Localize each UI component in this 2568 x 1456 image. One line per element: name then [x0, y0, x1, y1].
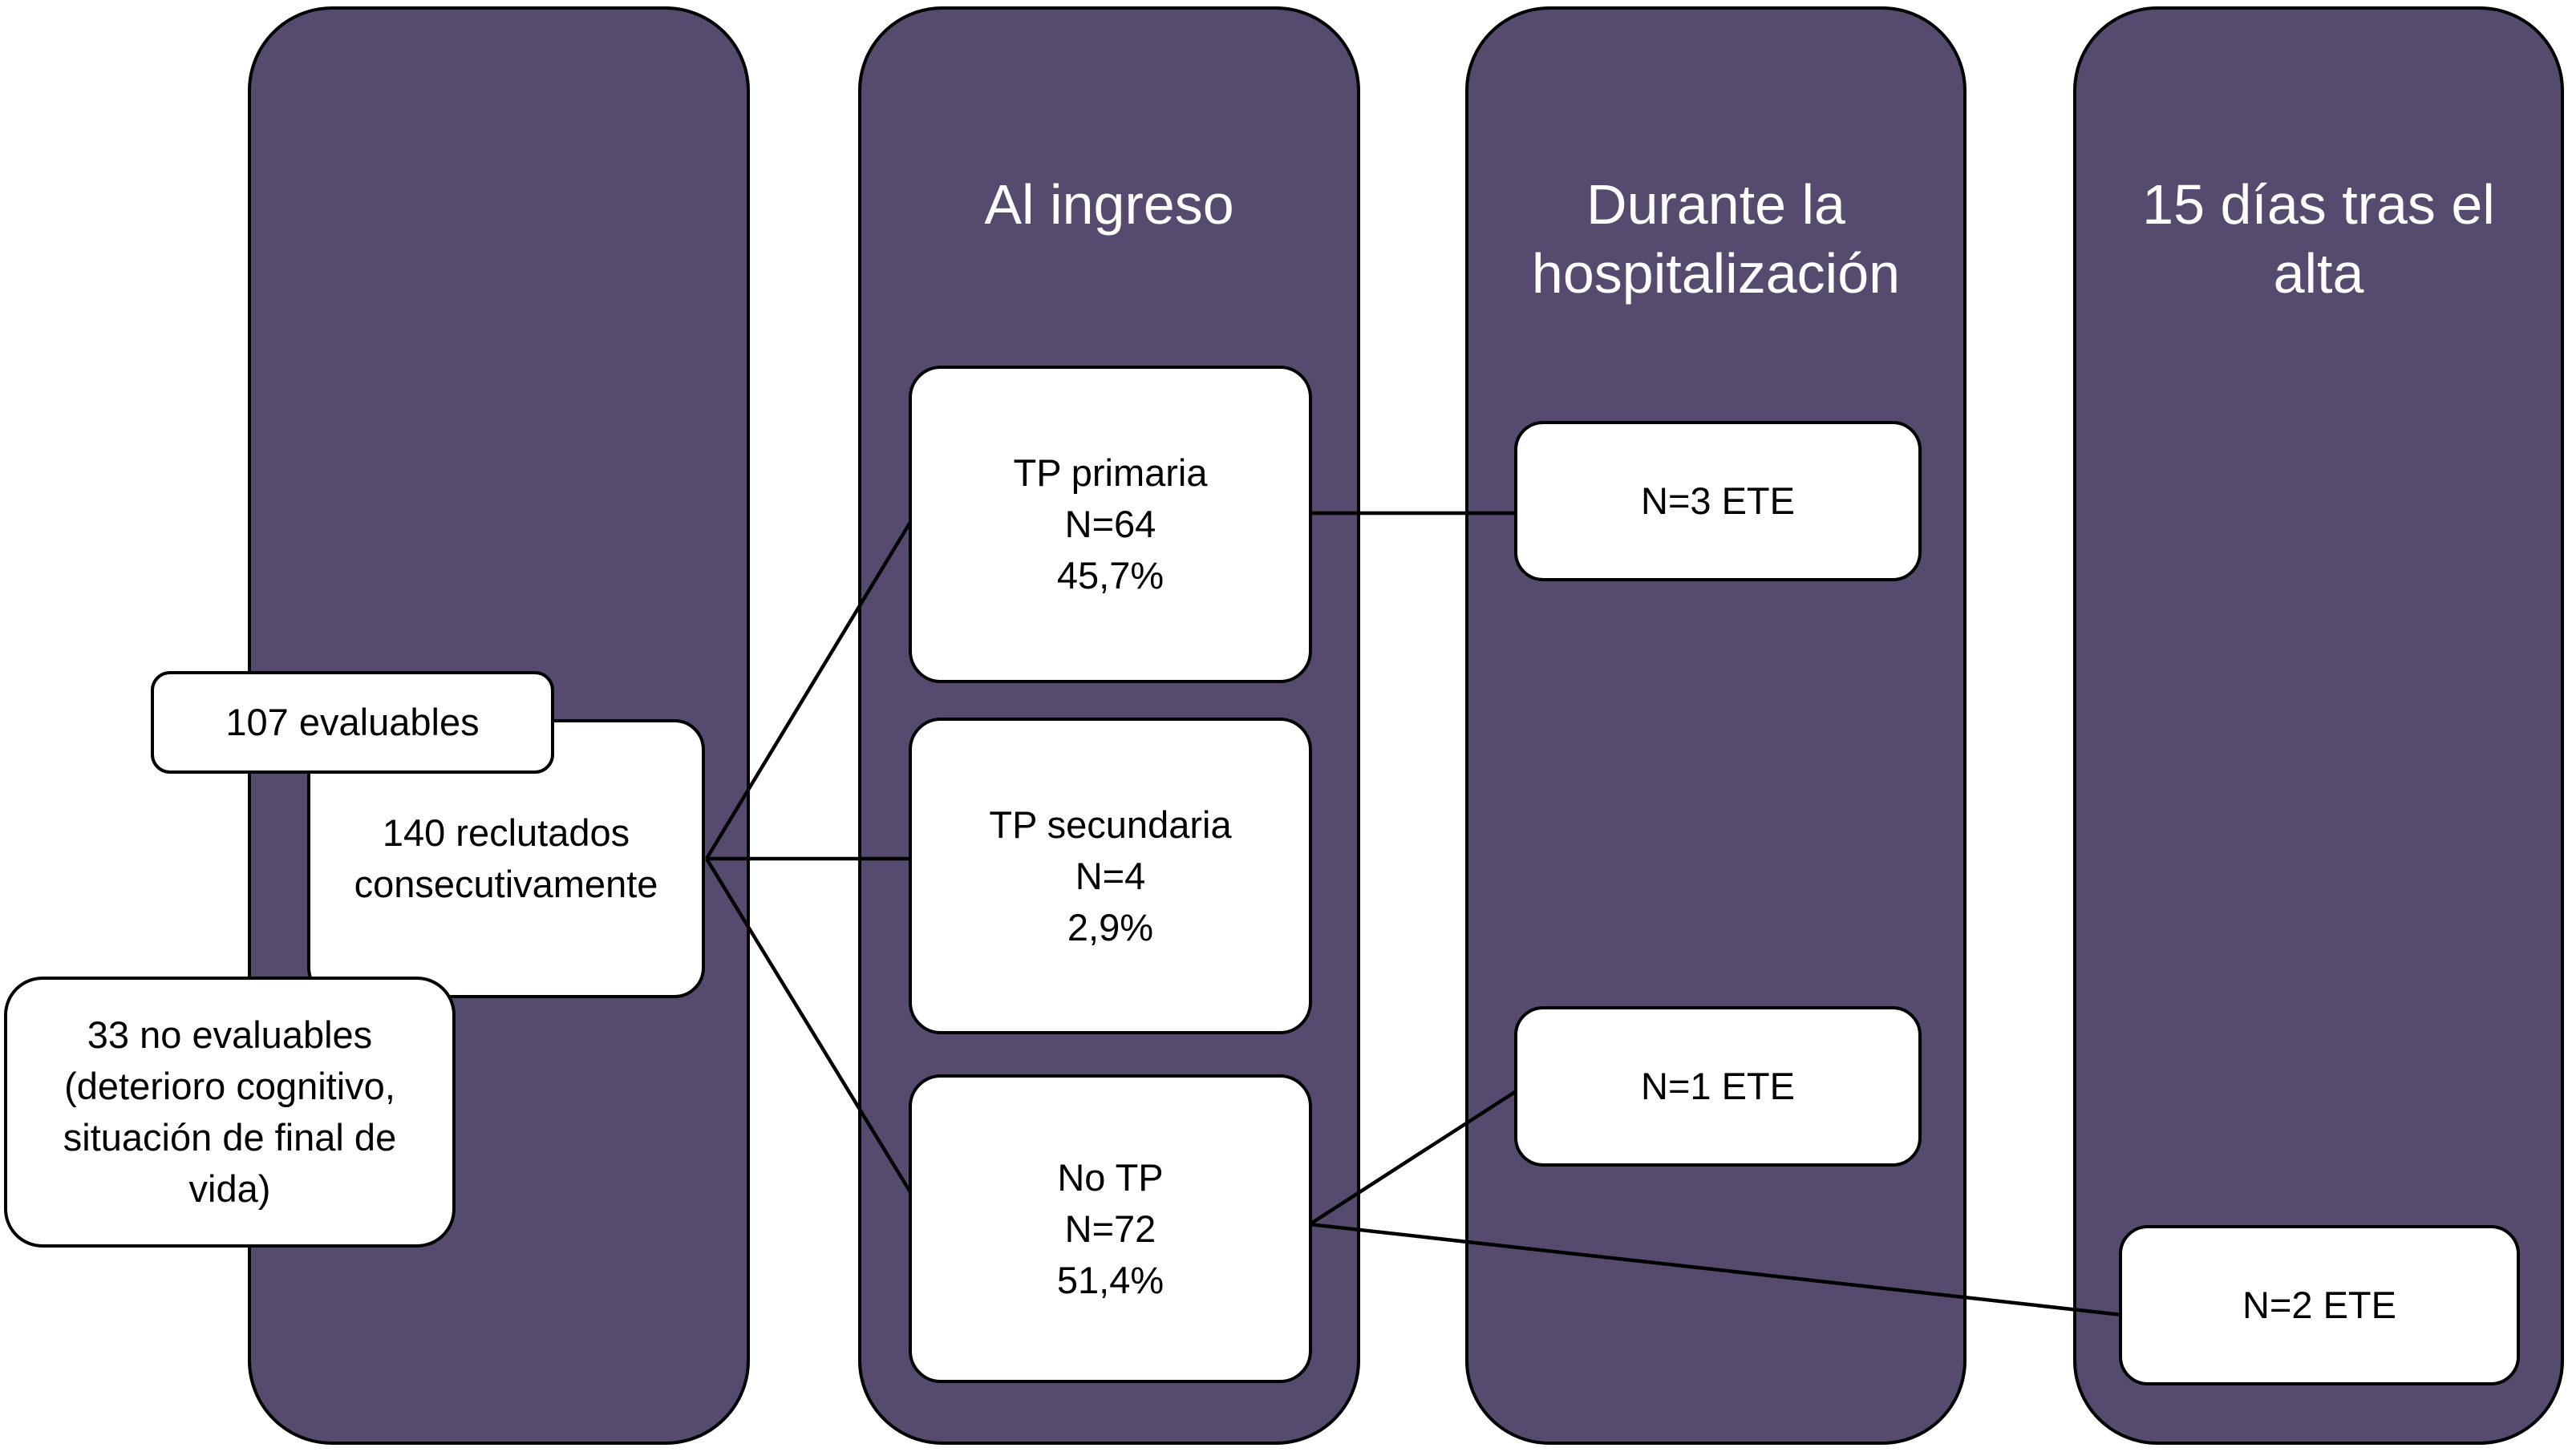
column-header-durante-hospitalizacion: Durante la hospitalización — [1531, 173, 1901, 305]
column-header-al-ingreso: Al ingreso — [984, 173, 1234, 236]
column-durante-hospitalizacion: Durante la hospitalización — [1465, 6, 1967, 1445]
node-ete-hospitalizacion: N=1 ETE — [1514, 1006, 1922, 1167]
node-tp-secundaria: TP secundaria N=4 2,9% — [909, 718, 1312, 1034]
node-evaluables: 107 evaluables — [151, 671, 554, 774]
node-tp-primaria: TP primaria N=64 45,7% — [909, 366, 1312, 683]
node-ete-ingreso: N=3 ETE — [1514, 421, 1922, 581]
node-no-tp: No TP N=72 51,4% — [909, 1074, 1312, 1383]
node-ete-alta: N=2 ETE — [2119, 1225, 2520, 1385]
column-tras-alta: 15 días tras el alta — [2073, 6, 2564, 1445]
column-header-tras-alta: 15 días tras el alta — [2142, 173, 2495, 305]
node-no-evaluables: 33 no evaluables (deterioro cognitivo, s… — [4, 977, 456, 1248]
